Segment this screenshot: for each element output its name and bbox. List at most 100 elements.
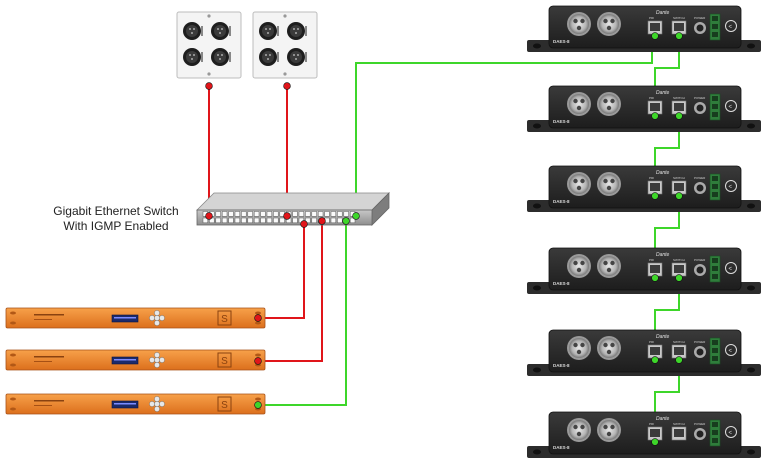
rack3-port-dot: [254, 401, 262, 409]
xlr-inner: [214, 51, 226, 63]
xlr-pin: [265, 54, 267, 56]
rack-logo: S: [221, 356, 228, 367]
rack-units: SSS: [5, 307, 266, 415]
xlr-pin: [193, 28, 195, 30]
rack-screw-hole: [10, 407, 16, 411]
rack-unit-2: S: [5, 349, 266, 371]
wall-plates: [176, 11, 318, 79]
nav-button-icon: [159, 401, 165, 407]
model-label: DAES-8: [553, 363, 570, 368]
terminal-slot: [712, 348, 718, 353]
rack-screw-hole: [10, 363, 16, 367]
nav-button-icon: [154, 357, 160, 363]
terminal-slot: [712, 422, 718, 427]
model-label: DAES-8: [553, 199, 570, 204]
indicator-glyph: <: [729, 267, 733, 273]
brand-mark: [34, 319, 52, 320]
device-port-dot: [651, 438, 659, 446]
power-label: POWER: [694, 422, 706, 426]
xlr-face: [599, 174, 619, 194]
power-label: POWER: [694, 16, 706, 20]
brand-label: Dante: [656, 90, 670, 96]
xlr-pin: [573, 178, 578, 184]
xlr-pin: [295, 58, 297, 60]
xlr-face: [569, 94, 589, 114]
device-port-dot: [675, 274, 683, 282]
xlr-pin: [221, 54, 223, 56]
port-label: SWITCH: [673, 16, 685, 20]
latch-icon: [229, 26, 231, 36]
device-port-dot: [675, 32, 683, 40]
brand-mark: [34, 356, 64, 358]
ethernet-port-socket: [650, 23, 660, 31]
nav-button-icon: [149, 315, 155, 321]
latch-icon: [201, 52, 203, 62]
port-label: SWITCH: [673, 176, 685, 180]
wall-plate-face: [176, 11, 242, 79]
wall-plate-2: [252, 11, 318, 79]
xlr-face: [599, 94, 619, 114]
wall-plate-face: [252, 11, 318, 79]
device-body: [548, 247, 742, 291]
switch-port: [311, 211, 317, 217]
switch-port: [260, 217, 266, 224]
xlr-face: [599, 256, 619, 276]
ethernet-switch: [196, 192, 390, 226]
terminal-slot: [712, 192, 718, 197]
switch-port: [266, 211, 273, 217]
terminal-slot: [712, 112, 718, 117]
nav-button-icon: [154, 362, 160, 368]
switch-port: [330, 217, 337, 224]
xlr-face: [569, 174, 589, 194]
xlr-face: [569, 338, 589, 358]
xlr-pin: [580, 178, 585, 184]
xlr-pin: [293, 28, 295, 30]
ethernet-port-socket: [674, 23, 684, 31]
terminal-slot: [712, 340, 718, 345]
xlr-pin: [217, 54, 219, 56]
switch-port: [221, 217, 228, 224]
terminal-slot: [712, 184, 718, 189]
switch-port-dot: [283, 212, 291, 220]
rack-screw-hole: [10, 397, 16, 401]
ethernet-port-socket: [650, 429, 660, 437]
brand-label: Dante: [656, 416, 670, 422]
indicator-icon: [725, 344, 737, 356]
mount-hole: [747, 123, 755, 129]
wall-plate-1: [176, 11, 242, 79]
mount-hole: [533, 367, 541, 373]
logo-box: [217, 352, 232, 368]
xlr-pin: [293, 54, 295, 56]
device-body: [548, 5, 742, 49]
switch-port: [279, 217, 285, 224]
power-jack-inner: [696, 266, 704, 274]
xlr-pin: [603, 424, 608, 430]
switch-port-dot: [318, 217, 326, 225]
ethernet-port-socket: [650, 265, 660, 273]
port-label: PRI: [649, 176, 654, 180]
switch-port: [228, 217, 234, 224]
mount-hole: [747, 203, 755, 209]
ethernet-port-socket: [674, 429, 684, 437]
model-label: DAES-8: [553, 39, 570, 44]
xlr-pin: [193, 54, 195, 56]
ethernet-port-socket: [650, 347, 660, 355]
nav-button-icon: [149, 401, 155, 407]
nav-button-icon: [154, 310, 160, 316]
switch-port-dot: [205, 212, 213, 220]
mount-hole: [533, 43, 541, 49]
xlr-pin: [265, 28, 267, 30]
xlr-pin: [221, 28, 223, 30]
model-label: DAES-8: [553, 281, 570, 286]
connection-points: [205, 32, 683, 446]
rack-screw-hole: [255, 311, 261, 315]
brand-label: Dante: [656, 252, 670, 258]
xlr-pin: [267, 58, 269, 60]
xlr-pin: [576, 349, 582, 355]
switch-port: [273, 211, 279, 217]
xlr-pin: [267, 32, 269, 34]
ethernet-port-socket: [674, 183, 684, 191]
